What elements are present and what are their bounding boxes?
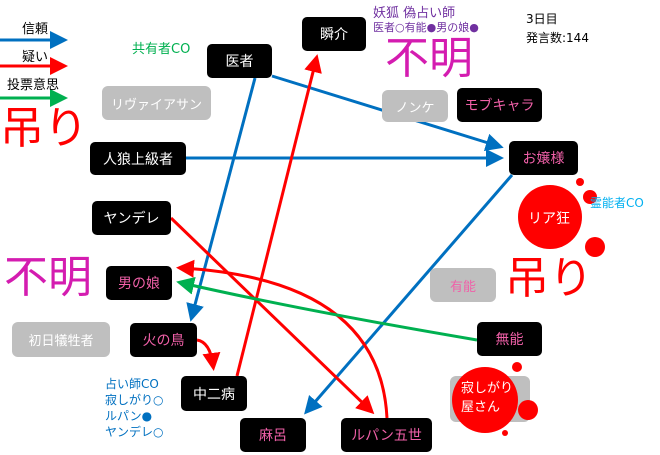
hang-mark: 吊り — [0, 103, 88, 154]
node-munou[interactable]: 無能 — [477, 322, 542, 356]
dead-nonke: ノンケ — [382, 90, 448, 122]
unknown-mark: 不明 — [4, 252, 92, 303]
post-count: 発言数:144 — [526, 31, 589, 45]
dead-first-victim: 初日犠牲者 — [12, 322, 110, 357]
node-doctor[interactable]: 医者 — [207, 44, 272, 78]
node-phoenix[interactable]: 火の鳥 — [130, 323, 197, 357]
node-shunsuke[interactable]: 瞬介 — [302, 17, 366, 51]
blood-splatter-icon — [518, 178, 605, 257]
node-chuuni[interactable]: 中二病 — [181, 376, 247, 411]
node-wolf-expert[interactable]: 人狼上級者 — [90, 142, 186, 175]
seer-result: ルパン● — [105, 409, 153, 423]
fox-note: 妖狐 偽占い師 — [373, 6, 456, 21]
seer-result: ヤンデレ○ — [105, 425, 164, 439]
dead-leviathan: リヴァイアサン — [102, 86, 211, 120]
node-otokonoko[interactable]: 男の娘 — [106, 266, 172, 300]
arrow-yandere-lupin — [169, 216, 375, 415]
arrow-doctor-phoenix — [186, 77, 257, 322]
seer-co: 占い師CO — [105, 377, 159, 391]
seer-results: 占い師CO 寂しがり○ ルパン● ヤンデレ○ — [105, 376, 163, 440]
node-yandere[interactable]: ヤンデレ — [92, 201, 171, 235]
node-lonely[interactable]: 寂しがり 屋さん — [461, 381, 514, 415]
arrow-munou-otokonoko — [176, 276, 478, 342]
blood-splatter-icon — [452, 362, 538, 436]
seer-result: 寂しがり○ — [105, 393, 164, 407]
legend-vote-label: 投票意思 — [7, 78, 60, 93]
legend-trust-label: 信頼 — [22, 22, 49, 37]
node-mob[interactable]: モブキャラ — [457, 88, 542, 122]
arrow-lupin-otokonoko — [176, 259, 389, 419]
unknown-mark: 不明 — [385, 33, 473, 84]
medium-co-note: 霊能者CO — [590, 196, 644, 210]
node-maro[interactable]: 麻呂 — [240, 418, 306, 452]
legend-doubt-label: 疑い — [22, 50, 49, 65]
fox-results: 医者○有能●男の娘● — [373, 21, 479, 34]
node-riajuu[interactable]: リア狂 — [528, 211, 570, 227]
dead-yuunou: 有能 — [430, 268, 496, 302]
day-label: 3日目 — [526, 12, 558, 26]
node-ojousama[interactable]: お嬢様 — [509, 141, 578, 175]
node-lupin[interactable]: ルパン五世 — [341, 418, 432, 452]
hang-mark: 吊り — [505, 253, 593, 304]
sharer-co-note: 共有者CO — [132, 42, 191, 57]
arrow-ojousama-maro — [304, 174, 514, 415]
arrow-phoenix-chuuni — [196, 338, 221, 371]
arrow-chuuni-shunsuke — [235, 54, 322, 377]
